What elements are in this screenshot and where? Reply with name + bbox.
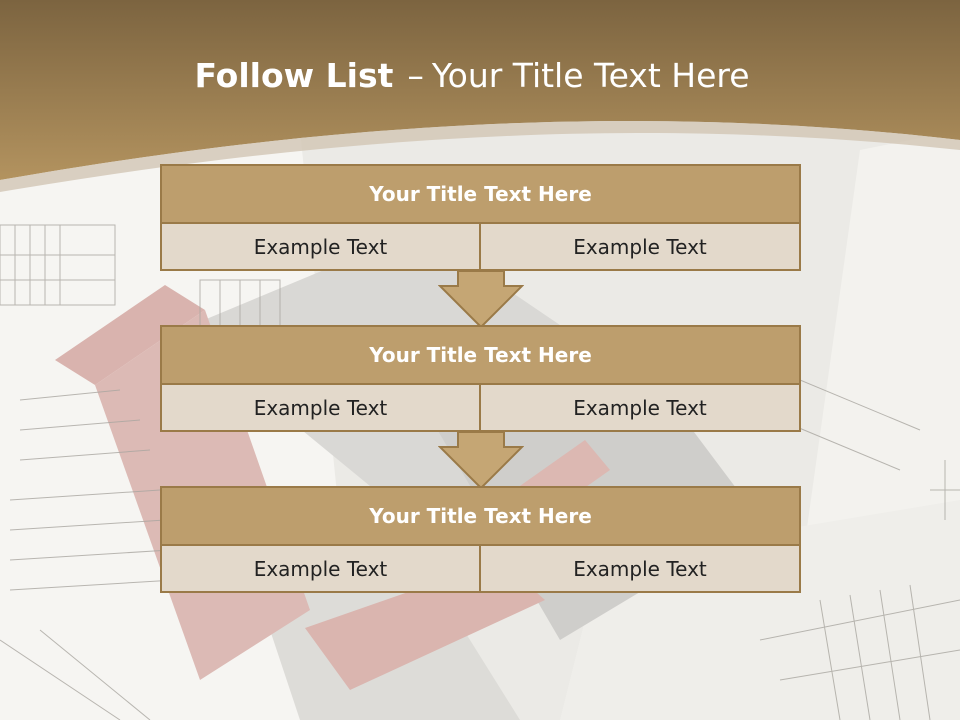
block-title: Your Title Text Here xyxy=(160,325,801,385)
block-cell-right: Example Text xyxy=(479,544,801,593)
block-cell-left: Example Text xyxy=(160,544,481,593)
down-arrow-icon xyxy=(438,431,524,489)
title-bold-text: Follow List xyxy=(194,56,394,95)
block-cell-right: Example Text xyxy=(479,383,801,432)
list-block-1: Your Title Text Here Example Text Exampl… xyxy=(160,164,801,271)
title-subtext: Your Title Text Here xyxy=(431,56,750,95)
title-dash: – xyxy=(407,56,424,95)
list-block-2: Your Title Text Here Example Text Exampl… xyxy=(160,325,801,432)
block-title: Your Title Text Here xyxy=(160,164,801,224)
down-arrow-icon xyxy=(438,270,524,328)
list-block-3: Your Title Text Here Example Text Exampl… xyxy=(160,486,801,593)
block-cell-right: Example Text xyxy=(479,222,801,271)
block-cell-left: Example Text xyxy=(160,383,481,432)
block-title: Your Title Text Here xyxy=(160,486,801,546)
block-cell-left: Example Text xyxy=(160,222,481,271)
slide-title: Follow List–Your Title Text Here xyxy=(0,52,944,100)
